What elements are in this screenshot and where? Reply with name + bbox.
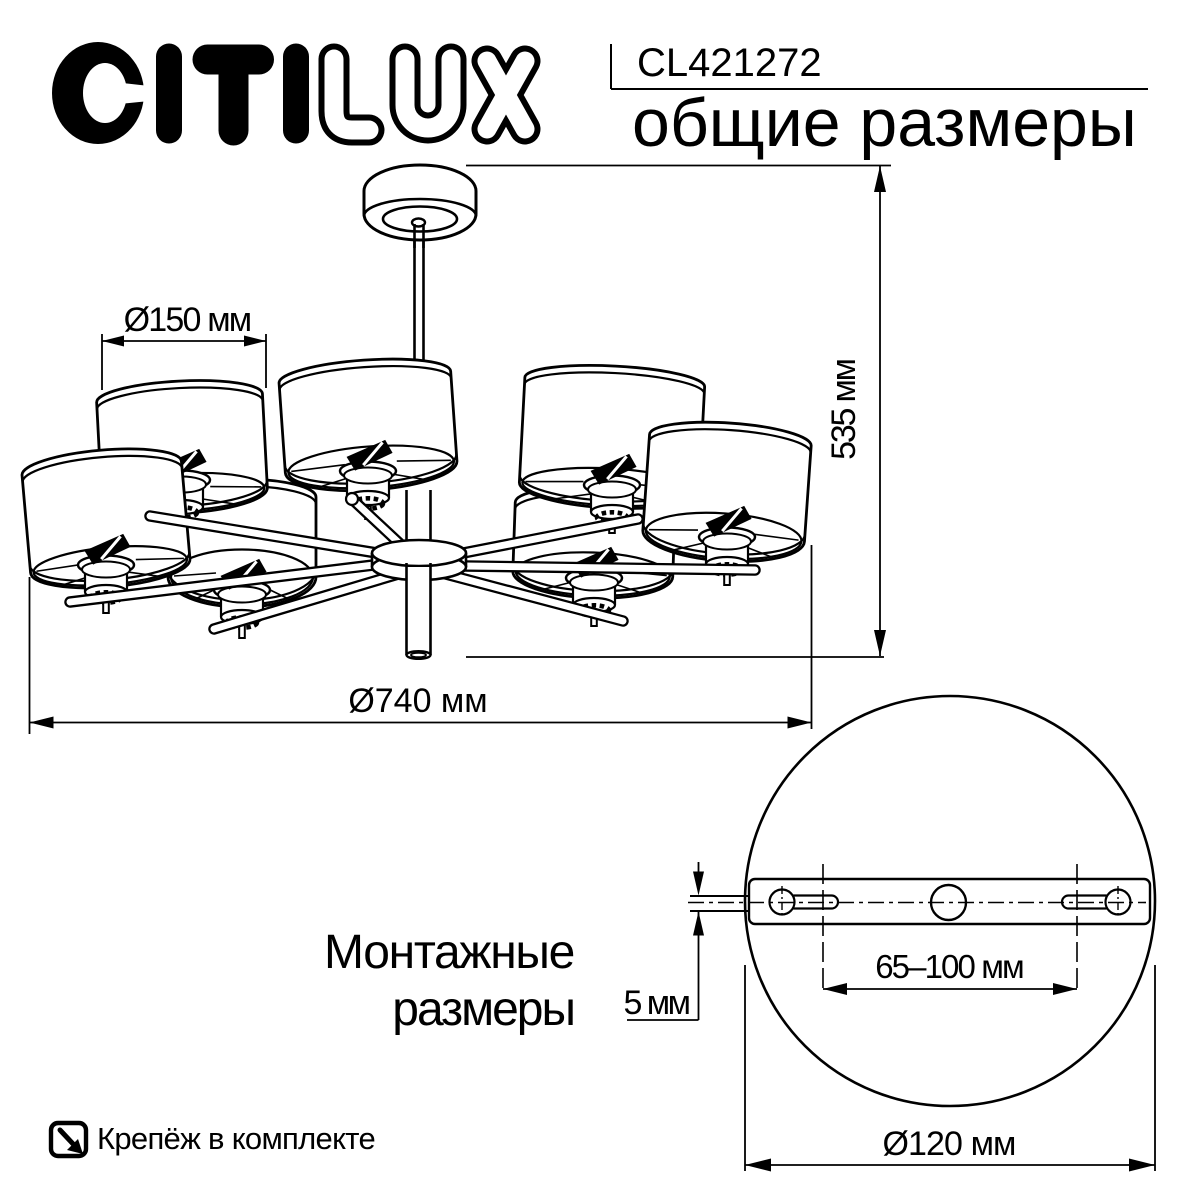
svg-text:Крепёж в комплекте: Крепёж в комплекте — [97, 1121, 375, 1156]
svg-text:Ø150 мм: Ø150 мм — [124, 301, 251, 339]
svg-text:Ø120 мм: Ø120 мм — [882, 1125, 1015, 1163]
svg-text:535 мм: 535 мм — [825, 359, 863, 460]
svg-text:общие размеры: общие размеры — [632, 85, 1137, 161]
svg-text:65–100 мм: 65–100 мм — [875, 948, 1023, 985]
svg-text:размеры: размеры — [392, 983, 574, 1036]
svg-text:CL421272: CL421272 — [637, 41, 822, 85]
svg-text:Ø740 мм: Ø740 мм — [348, 682, 487, 720]
svg-text:5 мм: 5 мм — [623, 984, 689, 1022]
svg-text:Монтажные: Монтажные — [324, 926, 574, 979]
